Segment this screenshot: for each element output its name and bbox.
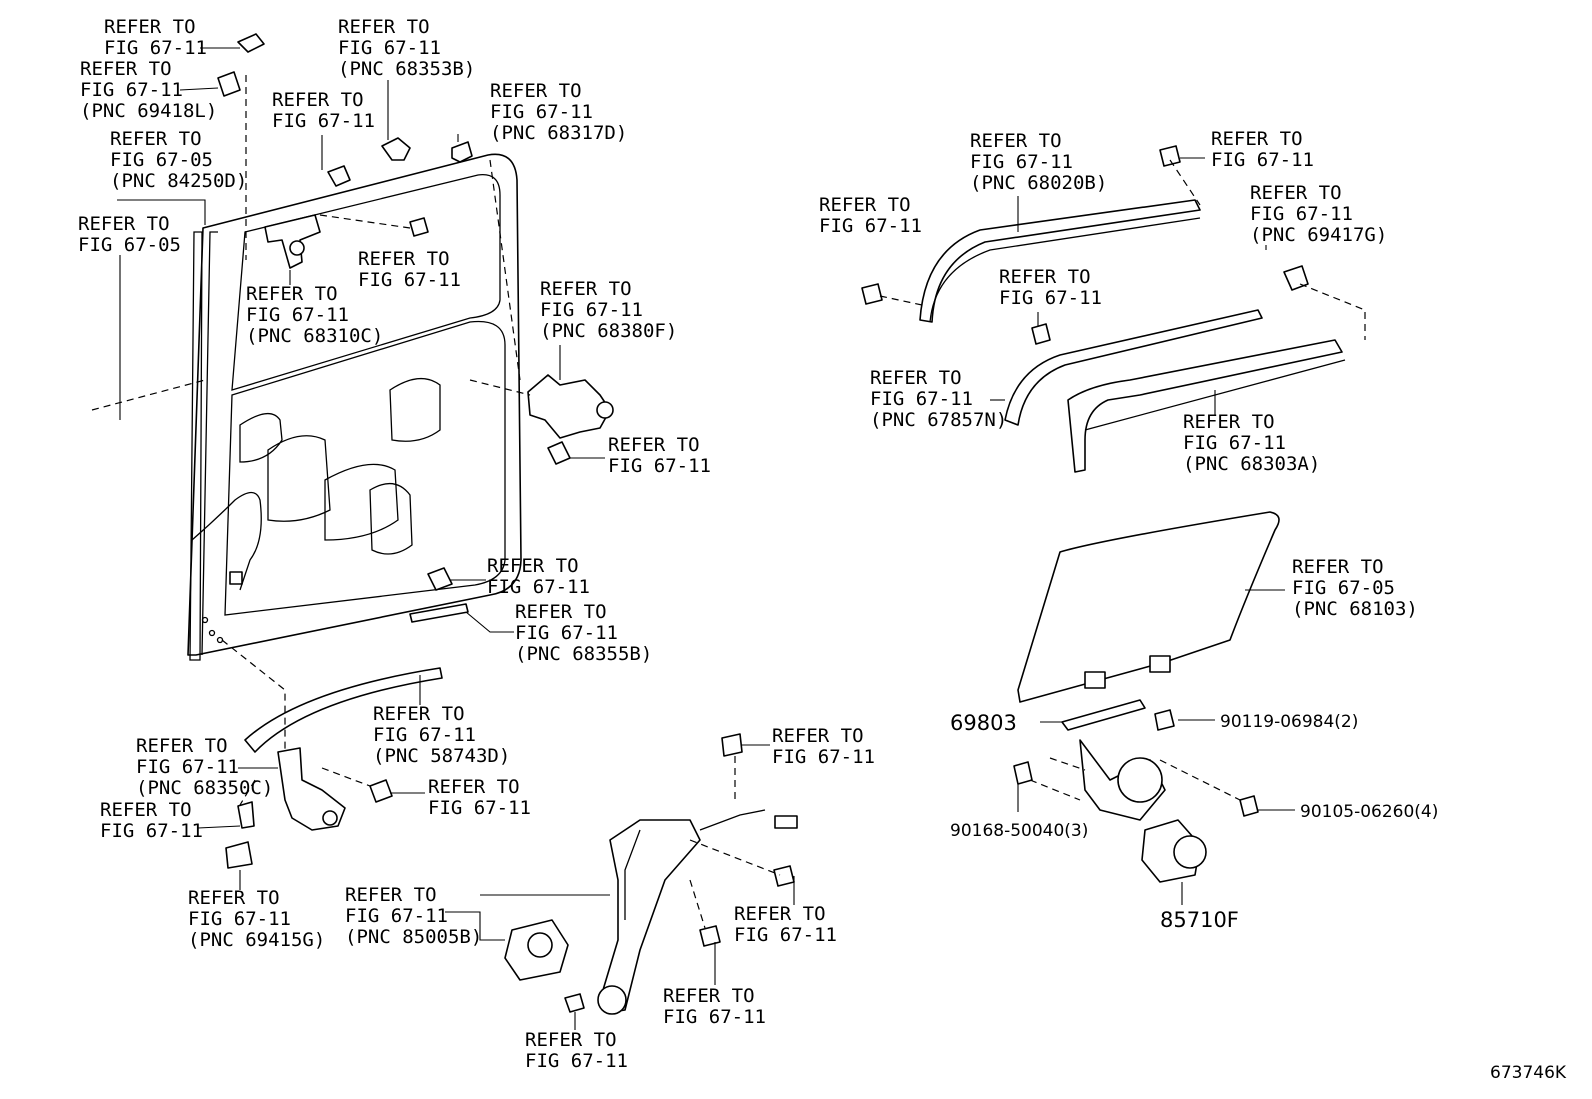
regulator-bolts — [564, 733, 795, 1013]
door-panel — [187, 153, 522, 661]
part-90168: 90168-50040(3) — [950, 821, 1088, 841]
motor-85710f — [1141, 819, 1207, 883]
lock-assembly-68380f — [527, 374, 614, 465]
regulator-69803 — [1061, 699, 1166, 821]
door-glass-68103 — [1017, 511, 1280, 703]
part-90105: 90105-06260(4) — [1300, 802, 1438, 822]
part-90119: 90119-06984(2) — [1220, 712, 1358, 732]
bolt-lower-hinge — [237, 779, 393, 829]
part-69803: 69803 — [950, 711, 1017, 735]
illustration-code: 673746K — [1490, 1063, 1567, 1083]
upper-hinge — [264, 214, 321, 269]
right-bolts — [861, 145, 1309, 345]
clip-bolt-top — [217, 33, 265, 97]
bumper-68317d — [451, 141, 473, 163]
regulator-motor-left — [504, 919, 569, 981]
weatherstrip-67857n — [1004, 309, 1263, 426]
clip-69415g — [225, 841, 253, 869]
bolt-mid — [427, 567, 453, 591]
part-numbers: 69803 85710F 90119-06984(2) 90168-50040(… — [950, 711, 1438, 932]
bracket-68355b — [409, 603, 469, 623]
window-regulator — [597, 809, 798, 1015]
weatherstrip-58743d — [244, 667, 443, 753]
bolt-upper — [409, 217, 429, 237]
glass-run-68020b — [919, 199, 1201, 323]
part-85710f: 85710F — [1160, 908, 1239, 932]
bolt-68353b — [327, 137, 411, 187]
leader-lines — [91, 47, 1366, 1030]
bolts-regulator-right — [1013, 709, 1259, 817]
lower-hinge-68350c — [277, 747, 346, 831]
